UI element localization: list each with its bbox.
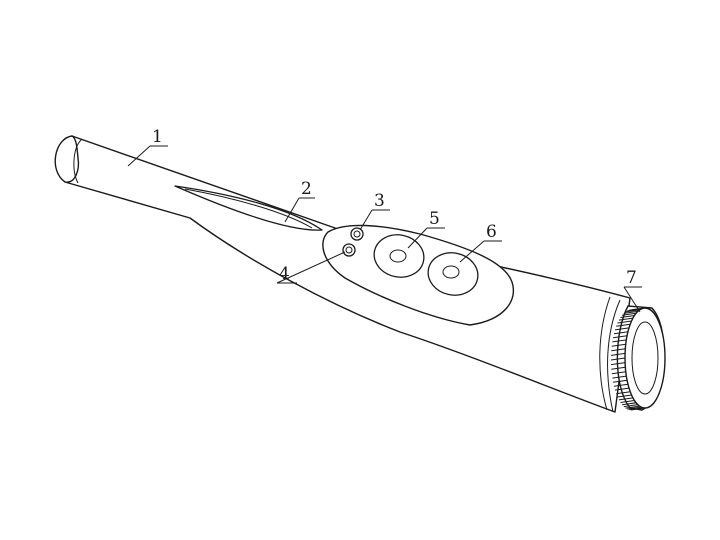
callout-3: 3 <box>374 191 385 211</box>
knurl-ridge <box>613 331 629 335</box>
knurl-ridge <box>610 357 626 361</box>
callout-6: 6 <box>486 222 497 242</box>
knurl-ridge <box>612 375 627 379</box>
knurl-ridge <box>616 391 631 395</box>
leader-lines <box>127 145 642 313</box>
knurl-ridge <box>620 315 635 318</box>
device-body <box>54 135 666 413</box>
knurl-ridge <box>614 327 630 331</box>
indicator-4 <box>342 243 356 257</box>
knurl-ridge <box>622 402 637 406</box>
knurl-ridge <box>611 352 626 356</box>
battery-cap <box>610 305 666 411</box>
knurl-ridge <box>623 310 638 314</box>
indicator-3 <box>350 227 364 241</box>
knurl-ridge <box>614 387 630 391</box>
knurl-ridge <box>625 405 640 409</box>
button-5 <box>373 234 425 278</box>
knurl-ridge <box>613 383 629 387</box>
knurl-ridge <box>630 407 646 411</box>
callout-1: 1 <box>152 127 163 147</box>
knurl-ridge <box>611 362 626 366</box>
knurl-ridge <box>613 379 628 383</box>
knurl-ridge <box>611 366 626 370</box>
knurl-ridge <box>623 404 638 408</box>
callout-5: 5 <box>429 209 440 229</box>
sensor-slot <box>174 185 323 231</box>
knurl-ridge <box>618 317 633 321</box>
knurl-ridge <box>617 320 632 324</box>
knurl-ridge <box>611 371 626 375</box>
control-panel <box>322 224 514 326</box>
button-6 <box>427 252 479 296</box>
knurl-ridge <box>611 343 626 347</box>
knurl-ridge <box>627 406 642 410</box>
callout-labels: 1 2 3 4 5 6 7 <box>152 127 637 288</box>
knurl-ridge <box>620 400 635 403</box>
knurl-ridge <box>616 323 631 327</box>
knurl-ridge <box>613 335 628 339</box>
knurl-ridge <box>611 348 626 352</box>
knurl-ridge <box>618 397 633 401</box>
knurl-ridge <box>627 308 642 312</box>
knurl-ridge <box>612 339 627 343</box>
callout-7: 7 <box>626 268 637 288</box>
callout-4: 4 <box>279 264 290 284</box>
knurl-ridge <box>617 394 632 398</box>
knurl-ridge <box>622 312 637 316</box>
callout-2: 2 <box>301 179 312 199</box>
knurl-ridge <box>625 309 640 313</box>
